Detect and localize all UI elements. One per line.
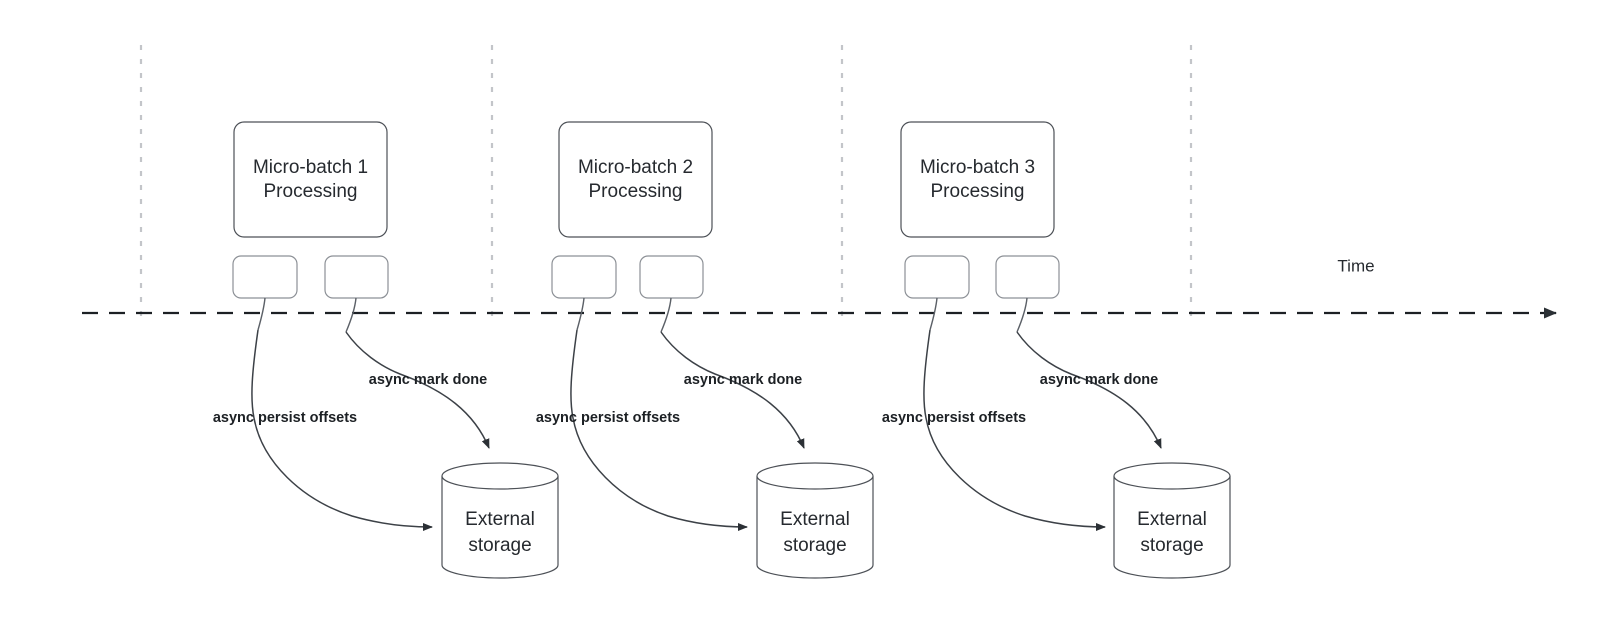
persist-stem-3 [929, 297, 938, 331]
markdone-stem-1 [345, 297, 357, 333]
async-mark-done-curve-1 [345, 331, 490, 449]
async-mark-done-label-3: async mark done [1040, 372, 1158, 388]
async-mark-done-curve-2 [660, 331, 805, 449]
external-storage-2-body [756, 476, 874, 579]
async-persist-offsets-curve-3 [923, 329, 1106, 531]
markdone-marker-1-box[interactable] [324, 255, 389, 299]
markdone-stem-2 [660, 297, 672, 333]
markdone-marker-3-box[interactable] [995, 255, 1060, 299]
external-storage-2-top [756, 462, 874, 490]
tick-lines-group [139, 45, 1193, 316]
external-storage-3-top [1113, 462, 1231, 490]
external-storage-1-top [441, 462, 559, 490]
external-storage-1[interactable]: External storage [441, 462, 559, 579]
micro-batch-1-label-line1: Micro-batch 1 [253, 157, 368, 178]
micro-batch-2-box[interactable] [558, 121, 713, 238]
async-persist-offsets-curve-2 [570, 329, 748, 531]
persist-stem-1 [257, 297, 266, 331]
async-persist-offsets-curve-1 [251, 329, 433, 531]
time-axis-label: Time [1337, 256, 1374, 275]
external-storage-3-label-line2: storage [1140, 535, 1203, 556]
external-storage-2-label-line1: External [780, 509, 850, 530]
external-storage-3[interactable]: External storage [1113, 462, 1231, 579]
async-mark-done-label-2: async mark done [684, 372, 802, 388]
external-storage-3-label-line1: External [1137, 509, 1207, 530]
markdone-marker-2-box[interactable] [639, 255, 704, 299]
async-mark-done-curve-3 [1016, 331, 1162, 449]
external-storage-1-label-line2: storage [468, 535, 531, 556]
external-storage-2-label-line2: storage [783, 535, 846, 556]
persist-stem-2 [576, 297, 585, 331]
external-storage-1-label-line1: External [465, 509, 535, 530]
micro-batch-3-label-line2: Processing [931, 181, 1025, 202]
group-1: Micro-batch 1 Processing External storag… [213, 121, 559, 579]
micro-batch-1-label-line2: Processing [264, 181, 358, 202]
external-storage-1-body [441, 476, 559, 579]
micro-batch-3-label-line1: Micro-batch 3 [920, 157, 1035, 178]
persist-marker-3-box[interactable] [904, 255, 970, 299]
persist-marker-2-box[interactable] [551, 255, 617, 299]
async-mark-done-label-1: async mark done [369, 372, 487, 388]
micro-batch-1-box[interactable] [233, 121, 388, 238]
group-3: Micro-batch 3 Processing External storag… [882, 121, 1231, 579]
markdone-stem-3 [1016, 297, 1028, 333]
micro-batch-3-box[interactable] [900, 121, 1055, 238]
group-2: Micro-batch 2 Processing External storag… [536, 121, 874, 579]
persist-marker-1-box[interactable] [232, 255, 298, 299]
micro-batch-2-label-line2: Processing [589, 181, 683, 202]
micro-batch-2-label-line1: Micro-batch 2 [578, 157, 693, 178]
external-storage-3-body [1113, 476, 1231, 579]
time-axis: Time [82, 256, 1557, 319]
async-persist-offsets-label-3: async persist offsets [882, 410, 1026, 426]
async-persist-offsets-label-1: async persist offsets [213, 410, 357, 426]
async-persist-offsets-label-2: async persist offsets [536, 410, 680, 426]
external-storage-2[interactable]: External storage [756, 462, 874, 579]
